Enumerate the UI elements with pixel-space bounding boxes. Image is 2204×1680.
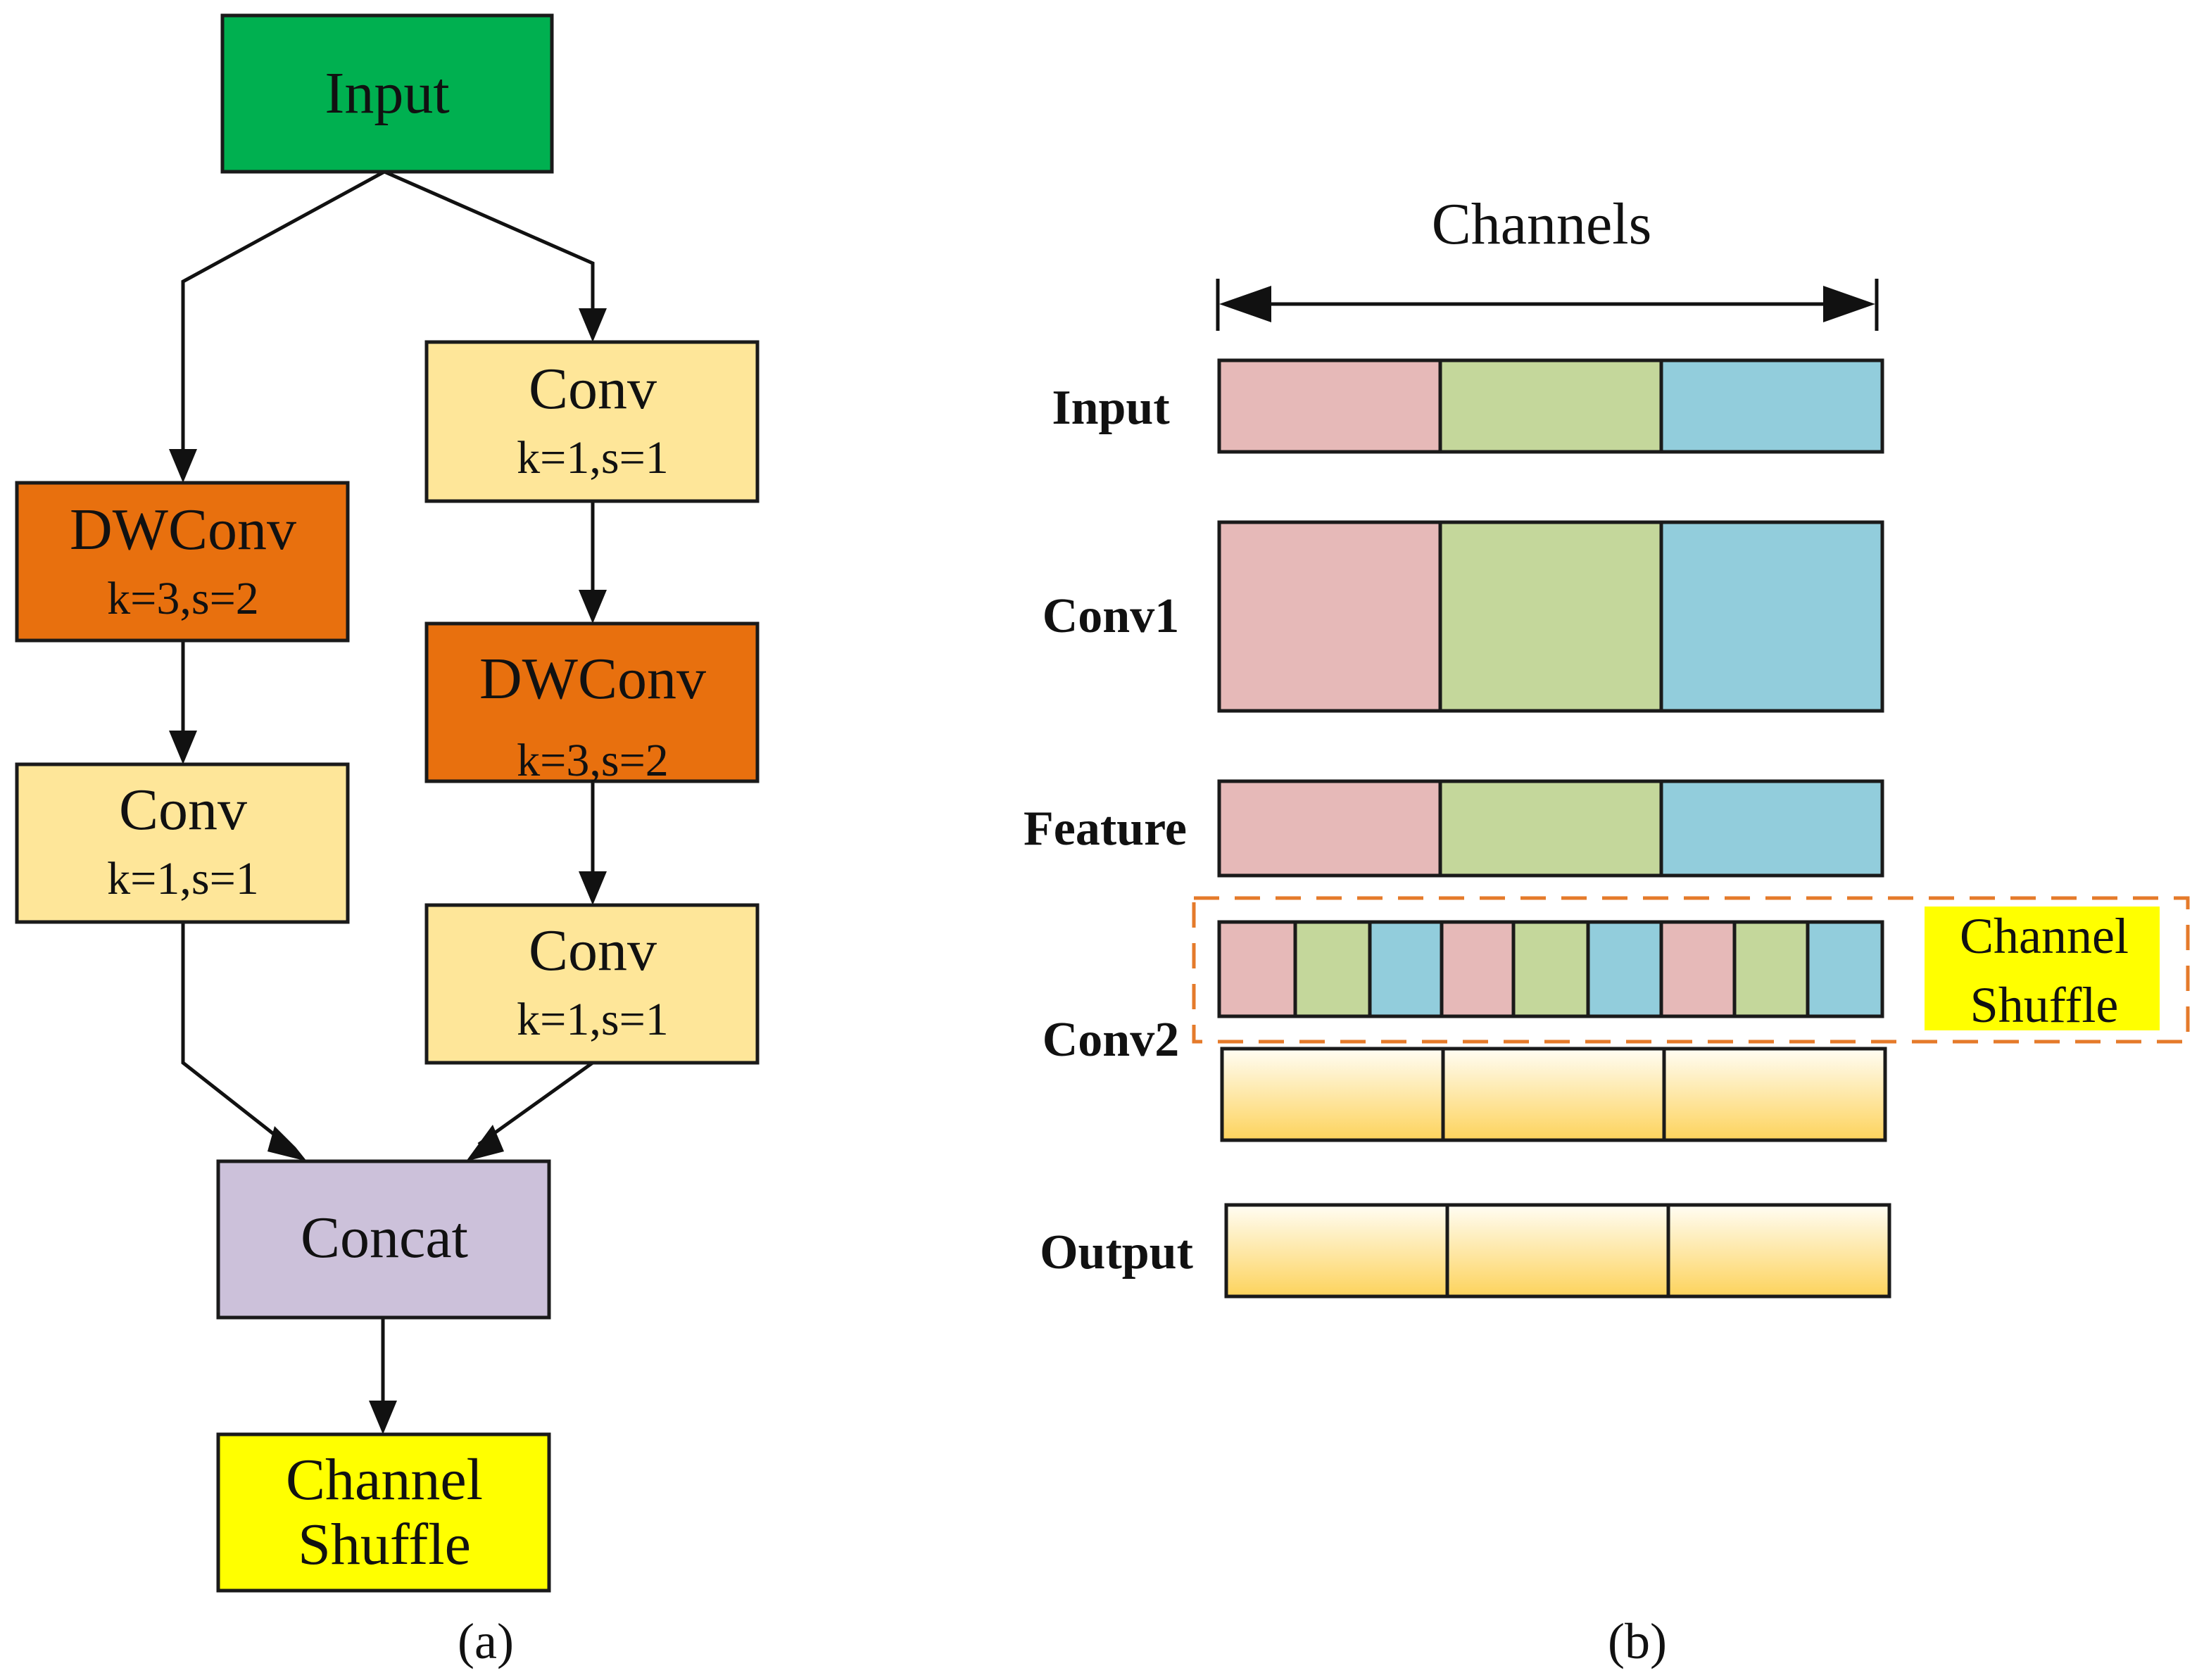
arrowhead xyxy=(579,308,607,342)
output-group-1 xyxy=(1220,1047,1445,1142)
row-feature-bar xyxy=(1217,779,1884,878)
output-group-2 xyxy=(1441,1047,1666,1142)
channel-group-3 xyxy=(1659,520,1884,713)
arrowhead xyxy=(579,871,607,905)
output-group-1 xyxy=(1224,1203,1449,1299)
output-group-3 xyxy=(1662,1047,1887,1142)
arrowhead xyxy=(466,1125,504,1161)
channel-shuffle-note-bg xyxy=(1925,907,2160,1030)
dimension-arrowhead-left xyxy=(1219,286,1271,322)
concat-box xyxy=(216,1159,551,1320)
channel-group-2 xyxy=(1438,358,1663,454)
arrowhead xyxy=(579,590,607,624)
node-input: Input xyxy=(220,13,554,174)
node-concat: Concat xyxy=(216,1159,551,1320)
channel-group-1 xyxy=(1217,779,1442,878)
arrowhead xyxy=(267,1126,307,1161)
row-conv1-bar xyxy=(1217,520,1884,713)
panel-a: Input DWConv k=3,s=2 Conv k=1,s=1 Conv k… xyxy=(15,13,760,1669)
row-shuffled-bar xyxy=(1217,920,1884,1018)
edge-input-to-conv-right xyxy=(383,170,595,325)
channel-group-3 xyxy=(1659,779,1884,878)
shuffled-channel xyxy=(1659,920,1737,1018)
channel-shuffle-region xyxy=(1192,896,2190,1044)
conv-right-bottom-title: Conv xyxy=(529,918,657,983)
conv-right-bottom-box xyxy=(424,903,760,1065)
channel-shuffle-box xyxy=(216,1432,551,1593)
conv-right-top-params: k=1,s=1 xyxy=(517,432,669,484)
dwconv-left-box xyxy=(15,481,350,643)
shuffled-channel xyxy=(1440,920,1516,1018)
channel-shuffle-line2: Shuffle xyxy=(298,1512,471,1577)
shuffled-channel xyxy=(1293,920,1372,1018)
dwconv-right-box xyxy=(424,621,760,783)
channel-group-2 xyxy=(1438,520,1663,713)
output-group-3 xyxy=(1666,1203,1891,1299)
channel-shuffle-line1: Channel xyxy=(286,1447,483,1512)
dwconv-right-params: k=3,s=2 xyxy=(517,735,669,786)
shuffled-channel xyxy=(1586,920,1663,1018)
edge-conv-left-to-concat xyxy=(181,922,290,1147)
channel-shuffle-note-line2: Shuffle xyxy=(1970,977,2119,1033)
channel-group-1 xyxy=(1217,520,1442,713)
input-title: Input xyxy=(325,61,449,126)
panel-a-caption: (a) xyxy=(458,1613,514,1669)
shuffled-channel xyxy=(1732,920,1810,1018)
conv-right-top-title: Conv xyxy=(529,356,657,422)
node-channel-shuffle: Channel Shuffle xyxy=(216,1432,551,1593)
edge-input-to-dwconv-left xyxy=(181,170,386,466)
row-label-output: Output xyxy=(1040,1225,1193,1280)
channel-shuffle-note-line1: Channel xyxy=(1960,908,2129,964)
row-input-bar xyxy=(1217,358,1884,454)
conv-right-top-box xyxy=(424,340,760,503)
row-output-bar xyxy=(1224,1203,1891,1299)
channels-dimension-arrow xyxy=(1216,279,1879,331)
dwconv-right-title: DWConv xyxy=(479,646,706,712)
dwconv-left-params: k=3,s=2 xyxy=(107,573,259,624)
arrowhead xyxy=(169,731,197,764)
dimension-arrowhead-right xyxy=(1823,286,1875,322)
input-box xyxy=(220,13,554,174)
concat-title: Concat xyxy=(301,1205,468,1270)
channel-group-2 xyxy=(1438,779,1663,878)
shuffled-channel xyxy=(1368,920,1444,1018)
panel-b: Channels Input Conv1 Feature xyxy=(1024,191,2190,1669)
conv-left-title: Conv xyxy=(119,777,247,842)
conv-left-params: k=1,s=1 xyxy=(107,853,259,904)
channel-group-1 xyxy=(1217,358,1442,454)
channel-shuffle-note: Channel Shuffle xyxy=(1925,907,2160,1033)
arrowhead xyxy=(169,449,197,483)
conv-right-bottom-params: k=1,s=1 xyxy=(517,994,669,1045)
edge-conv-right-bottom-to-concat xyxy=(477,1061,594,1147)
connectors-a xyxy=(169,170,607,1434)
row-label-conv2: Conv2 xyxy=(1043,1013,1179,1067)
conv-left-box xyxy=(15,762,350,924)
node-dwconv-right: DWConv k=3,s=2 xyxy=(424,621,760,786)
panel-b-caption: (b) xyxy=(1608,1613,1667,1669)
shuffled-channel xyxy=(1806,920,1884,1018)
channel-group-3 xyxy=(1659,358,1884,454)
shuffled-channel xyxy=(1511,920,1590,1018)
node-dwconv-left: DWConv k=3,s=2 xyxy=(15,481,350,643)
node-conv-left: Conv k=1,s=1 xyxy=(15,762,350,924)
row-label-feature: Feature xyxy=(1024,802,1187,856)
row-conv2-bar xyxy=(1220,1047,1887,1142)
arrowhead xyxy=(369,1401,397,1434)
node-conv-right-top: Conv k=1,s=1 xyxy=(424,340,760,503)
output-group-2 xyxy=(1445,1203,1670,1299)
channels-label: Channels xyxy=(1432,191,1652,257)
row-label-conv1: Conv1 xyxy=(1043,589,1179,643)
node-conv-right-bottom: Conv k=1,s=1 xyxy=(424,903,760,1065)
dwconv-left-title: DWConv xyxy=(70,497,296,562)
shuffled-channel xyxy=(1217,920,1297,1018)
row-label-input: Input xyxy=(1052,381,1169,435)
